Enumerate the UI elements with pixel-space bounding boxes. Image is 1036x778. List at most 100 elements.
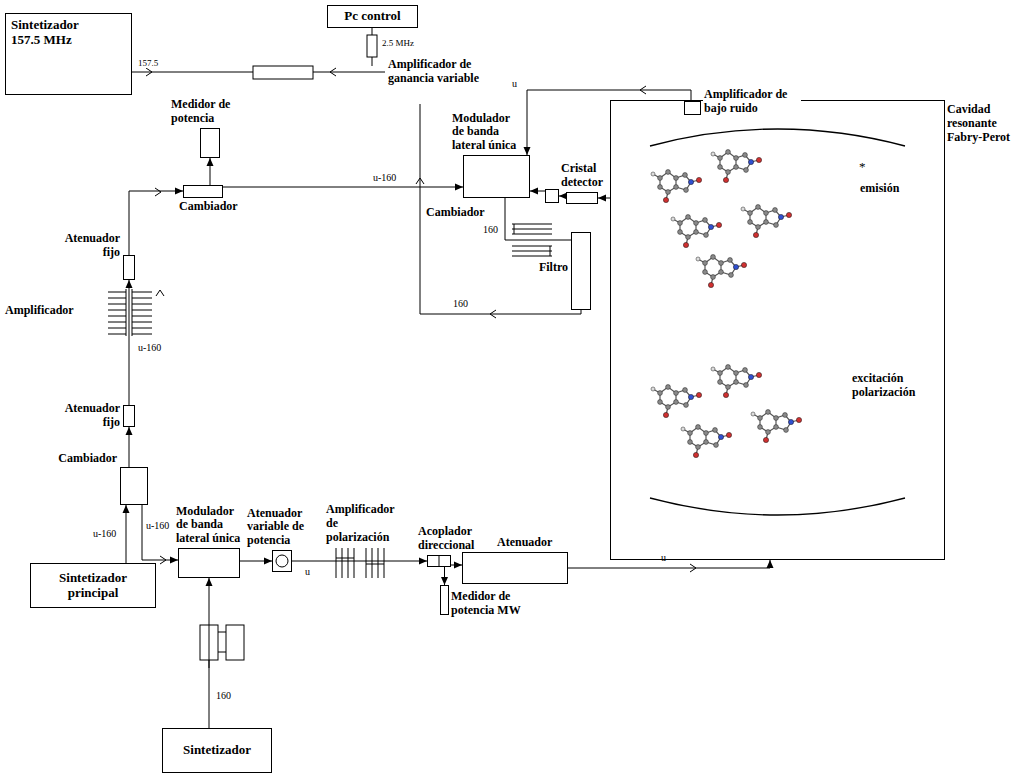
node-label: Modulador de banda lateral única — [176, 505, 248, 546]
signal-connector — [126, 427, 133, 467]
signal-connector — [240, 558, 272, 565]
fixed-attenuator: Atenuador fijo — [123, 405, 135, 427]
synthesizer-box: Sintetizador 157.5 MHz — [5, 13, 132, 95]
annotation-label: excitación polarización — [852, 372, 936, 400]
node-label: Atenuador — [497, 536, 567, 550]
node-label: Sintetizador principal — [34, 571, 152, 601]
signal-connector — [206, 578, 213, 728]
annotation-label: Amplificador de ganancia variable — [388, 58, 500, 86]
connector-line — [129, 191, 183, 255]
arrow-head — [126, 280, 133, 288]
node-label: Cambiador — [51, 452, 117, 466]
arrow-head — [207, 158, 214, 166]
arrow-head — [264, 558, 272, 565]
node-label: Sintetizador — [183, 743, 251, 758]
control-box: Pc control — [327, 5, 418, 28]
annotation-label: Amplificador de polarización — [326, 503, 402, 544]
connector-line — [223, 187, 463, 188]
arrow-head — [530, 188, 538, 195]
annotation-label: 2.5 MHz — [381, 38, 415, 48]
switch-box: Cambiador — [545, 189, 559, 203]
signal-label: u-160 — [372, 172, 397, 184]
node-label: Pc control — [344, 9, 400, 24]
arrow-head — [123, 505, 130, 513]
attenuator-box: Atenuador — [462, 552, 568, 584]
node-label: Cambiador — [426, 206, 492, 220]
signal-label: u — [660, 552, 667, 564]
wire — [132, 72, 253, 73]
node-label: Amplificador de bajo ruido — [703, 88, 801, 116]
node-label: Modulador de banda lateral única — [452, 112, 524, 153]
signal-label: u-160 — [137, 342, 162, 354]
signal-connector — [123, 505, 130, 563]
signal-connector — [441, 567, 448, 585]
signal-connector — [292, 558, 427, 565]
signal-connector — [207, 158, 214, 185]
signal-connector — [568, 560, 774, 568]
wires — [132, 27, 581, 314]
node-label: Medidor de potencia MW — [451, 590, 523, 618]
resistor-symbol — [367, 35, 377, 57]
filter-box: Filtro — [571, 232, 591, 310]
modulator-box: Modulador de banda lateral única — [178, 548, 240, 578]
annotation-label: emisión — [860, 182, 899, 196]
arrow-head — [524, 147, 531, 155]
connector-line — [209, 578, 210, 728]
molecules — [651, 150, 802, 458]
signal-label: u-160 — [92, 528, 117, 540]
annotation-label: 160 — [452, 298, 469, 310]
arrow-head — [419, 558, 427, 565]
connector-line — [126, 505, 127, 563]
arrow-head — [126, 427, 133, 435]
power-meter: Medidor de potencia — [200, 128, 220, 158]
modulator-box: Modulador de banda lateral única — [463, 155, 530, 198]
arrow-head — [175, 188, 183, 195]
direction-chevrons — [146, 68, 696, 572]
arrow-head — [206, 578, 213, 586]
wire — [313, 72, 385, 73]
annotation-label: Amplificador — [5, 304, 74, 318]
signal-label: u-160 — [145, 520, 170, 532]
wire — [420, 104, 581, 314]
annotation-label: 157.5 — [137, 58, 159, 68]
arrow-head — [454, 562, 462, 569]
node-label: Acoplador direccional — [418, 525, 494, 553]
arrow-head — [455, 184, 463, 191]
coupler-divider — [439, 555, 440, 567]
amplifier-symbol — [108, 289, 152, 336]
resonant-cavity: Cavidad resonante Fabry-PerotAmplificado… — [610, 100, 945, 560]
connector-line — [292, 561, 427, 562]
node-label: Filtro — [528, 261, 568, 275]
node-label: Atenuador fijo — [50, 402, 120, 430]
signal-label: 160 — [482, 224, 499, 236]
signal-label: 160 — [215, 690, 232, 702]
attenuator-dial — [276, 555, 288, 567]
arrow-head — [170, 557, 178, 564]
annotation-label: * — [858, 160, 867, 175]
synthesizer-box: Sintetizador principal — [30, 563, 156, 608]
switch-box: Cambiador — [183, 185, 223, 198]
connector-line — [505, 198, 571, 240]
directional-coupler: Acoplador direccional — [427, 555, 451, 567]
node-label: Cavidad resonante Fabry-Perot — [947, 103, 1025, 144]
signal-connector — [505, 198, 571, 240]
node-label: Cambiador — [179, 200, 245, 214]
signal-label: u — [511, 78, 518, 90]
filter-bracket-symbol — [200, 625, 244, 668]
node-label: Cristal detector — [561, 162, 613, 190]
node-label: Medidor de potencia — [171, 98, 251, 126]
node-label: Atenuador variable de potencia — [247, 507, 321, 548]
signal-connector — [598, 195, 610, 202]
signal-label: u — [304, 566, 311, 578]
switch-box: Cambiador — [120, 467, 148, 505]
variable-attenuator: Atenuador variable de potencia — [272, 550, 292, 572]
polarization-amplifier-symbol — [334, 547, 386, 579]
synthesizer-box: Sintetizador — [162, 728, 272, 773]
mw-power-meter: Medidor de potencia MW — [440, 585, 449, 615]
signal-connector — [129, 188, 183, 256]
connector-line — [568, 560, 770, 568]
signal-connector — [451, 562, 462, 569]
connector-line — [129, 280, 130, 405]
